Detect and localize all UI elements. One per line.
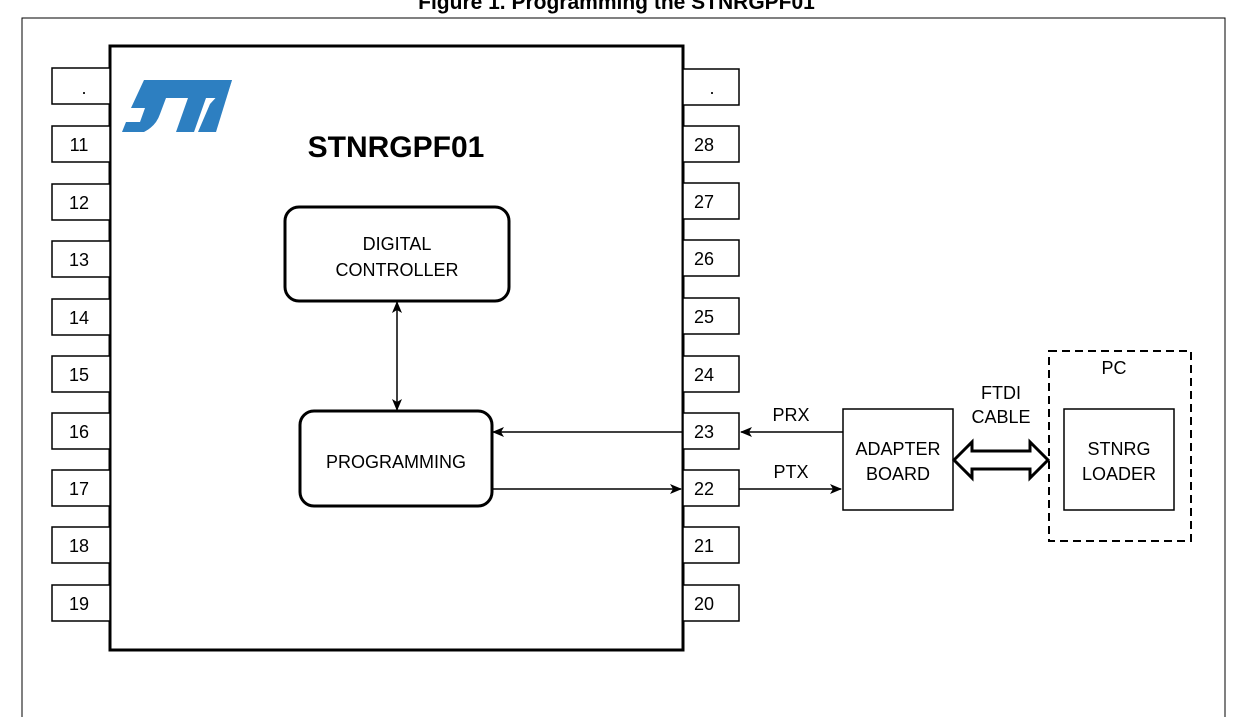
left-pins: . 11 12 13 14 15 16 17 18 19 xyxy=(51,67,111,622)
programming-label: PROGRAMMING xyxy=(326,452,466,472)
right-pins: . 28 27 26 25 24 23 22 21 20 xyxy=(682,68,740,622)
right-pin-label: 21 xyxy=(694,536,714,556)
right-pin-label: . xyxy=(709,78,714,98)
left-pin: 11 xyxy=(51,125,111,163)
left-pin-label: 18 xyxy=(69,536,89,556)
left-pin: 16 xyxy=(51,412,111,450)
figure-heading-text: Figure 1. Programming the STNRGPF01 xyxy=(418,0,815,14)
prx-label: PRX xyxy=(772,405,809,425)
left-pin: 17 xyxy=(51,469,111,507)
programming-block: PROGRAMMING xyxy=(298,409,494,508)
stnrg-loader-label-line1: STNRG xyxy=(1088,439,1151,459)
right-pin: . xyxy=(682,68,740,106)
left-pin: 14 xyxy=(51,298,111,336)
digital-controller-label-line2: CONTROLLER xyxy=(335,260,458,280)
right-pin-label: 27 xyxy=(694,192,714,212)
figure-border xyxy=(21,17,1226,717)
left-pin-label: 17 xyxy=(69,479,89,499)
left-pin: 18 xyxy=(51,526,111,564)
left-pin-label: 19 xyxy=(69,594,89,614)
digital-controller-block: DIGITAL CONTROLLER xyxy=(283,205,511,303)
left-pin: 12 xyxy=(51,183,111,221)
right-pin: 22 xyxy=(682,469,740,507)
ptx-label: PTX xyxy=(773,462,808,482)
pc-box xyxy=(1048,350,1192,542)
left-pin-label: 13 xyxy=(69,250,89,270)
right-pin: 26 xyxy=(682,239,740,277)
left-pin-label: 12 xyxy=(69,193,89,213)
left-pin: . xyxy=(51,67,111,105)
left-pin-label: 16 xyxy=(69,422,89,442)
left-pin: 13 xyxy=(51,240,111,278)
right-pin-label: 25 xyxy=(694,307,714,327)
left-pin-label: . xyxy=(81,78,86,98)
right-pin: 20 xyxy=(682,584,740,622)
right-pin-label: 26 xyxy=(694,249,714,269)
stnrg-loader-label-line2: LOADER xyxy=(1082,464,1156,484)
stnrg-loader-block: STNRG LOADER xyxy=(1063,408,1175,511)
right-pin: 27 xyxy=(682,182,740,220)
pc-label: PC xyxy=(1101,358,1126,378)
st-logo xyxy=(122,80,232,132)
ftdi-cable-label-line1: FTDI xyxy=(981,383,1021,403)
ftdi-cable-label-line2: CABLE xyxy=(971,407,1030,427)
left-pin: 15 xyxy=(51,355,111,393)
right-pin: 28 xyxy=(682,125,740,163)
right-pin-label: 28 xyxy=(694,135,714,155)
adapter-board-block: ADAPTER BOARD xyxy=(842,408,954,511)
left-pin-label: 11 xyxy=(70,135,89,155)
right-pin: 21 xyxy=(682,526,740,564)
right-pin-label: 24 xyxy=(694,365,714,385)
digital-controller-label-line1: DIGITAL xyxy=(363,234,432,254)
left-pin-label: 15 xyxy=(69,365,89,385)
right-pin: 23 xyxy=(682,412,740,450)
right-pin-label: 22 xyxy=(694,479,714,499)
figure-heading: Figure 1. Programming the STNRGPF01 xyxy=(0,0,1233,18)
chip-name: STNRGPF01 xyxy=(308,131,485,164)
left-pin: 19 xyxy=(51,584,111,622)
left-pin-label: 14 xyxy=(69,308,89,328)
right-pin: 25 xyxy=(682,297,740,335)
adapter-board-label-line2: BOARD xyxy=(866,464,930,484)
right-pin-label: 20 xyxy=(694,594,714,614)
adapter-board-label-line1: ADAPTER xyxy=(855,439,940,459)
right-pin: 24 xyxy=(682,355,740,393)
ftdi-cable-arrow xyxy=(951,438,1051,482)
right-pin-label: 23 xyxy=(694,422,714,442)
